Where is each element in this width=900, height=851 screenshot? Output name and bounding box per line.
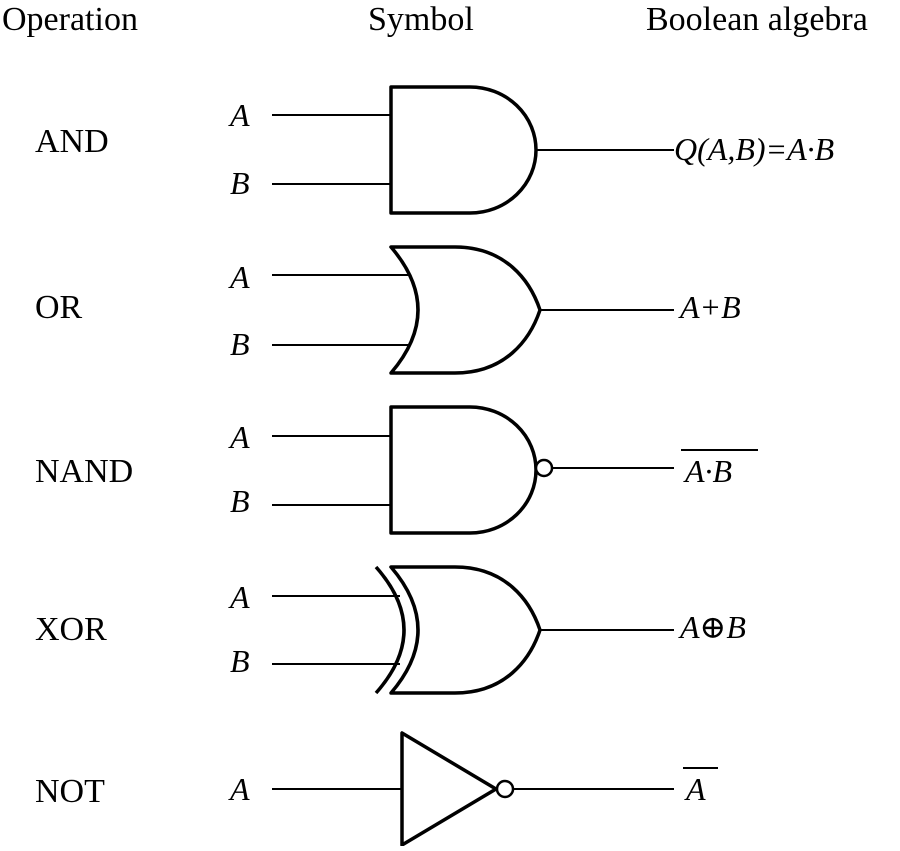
row-nand: NAND A B A·B <box>35 405 758 535</box>
input-a-label: A <box>228 771 250 807</box>
inversion-bubble <box>534 458 554 478</box>
expression-or: A+B <box>678 289 741 325</box>
not-gate-symbol <box>400 731 498 847</box>
expression-and: Q(A,B)=A·B <box>674 131 834 167</box>
input-a-label: A <box>228 259 250 295</box>
operation-label-or: OR <box>35 289 83 326</box>
xor-extra-curve <box>374 565 406 695</box>
operation-label-not: NOT <box>35 773 105 810</box>
row-xor: XOR A B A⊕B <box>35 565 746 695</box>
input-b-label: B <box>230 326 250 362</box>
expression-nand: A·B <box>683 453 732 489</box>
and-gate-symbol <box>389 85 538 215</box>
operation-label-xor: XOR <box>35 611 107 648</box>
expression-not: A <box>684 771 706 807</box>
input-b-label: B <box>230 643 250 679</box>
input-a-label: A <box>228 97 250 133</box>
xor-gate-symbol <box>389 565 542 695</box>
row-and: AND A B Q(A,B)=A·B <box>35 85 834 215</box>
or-gate-symbol <box>389 245 542 375</box>
input-b-label: B <box>230 165 250 201</box>
operation-label-and: AND <box>35 123 109 160</box>
nand-gate-symbol <box>389 405 538 535</box>
input-b-label: B <box>230 483 250 519</box>
inversion-bubble <box>495 779 515 799</box>
row-not: NOT A A <box>35 731 718 847</box>
expression-xor: A⊕B <box>678 609 746 645</box>
header-boolean-algebra: Boolean algebra <box>646 1 868 38</box>
header-symbol: Symbol <box>368 1 474 38</box>
input-a-label: A <box>228 579 250 615</box>
row-or: OR A B A+B <box>35 245 741 375</box>
header-operation: Operation <box>2 1 138 38</box>
operation-label-nand: NAND <box>35 453 133 490</box>
input-a-label: A <box>228 419 250 455</box>
